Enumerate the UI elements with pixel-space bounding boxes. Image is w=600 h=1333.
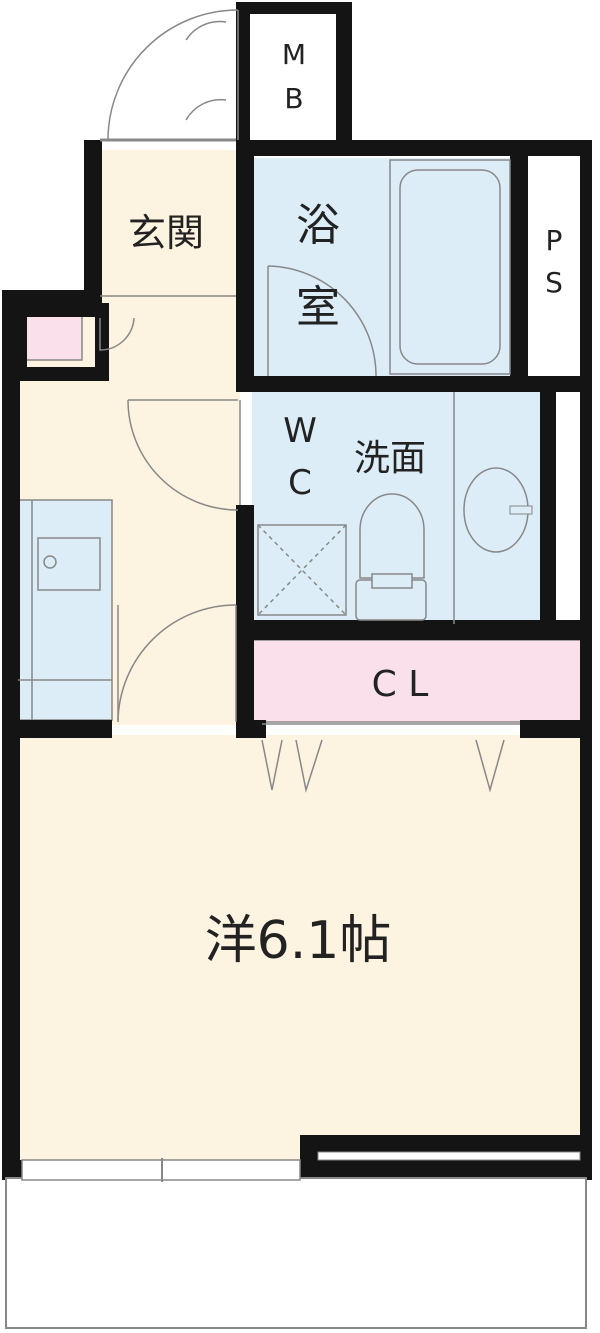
bathtub-basin: [399, 169, 501, 365]
balcony: [5, 1177, 587, 1329]
ps-floor: [528, 158, 580, 376]
toilet: [355, 493, 427, 621]
mb-floor: [250, 12, 336, 140]
western-room-label: 洋6.1帖: [205, 911, 392, 971]
washing-machine-pan: [257, 524, 347, 616]
bathtub: [389, 159, 511, 375]
closet-label: C L: [372, 664, 429, 705]
kitchen-counter: [17, 499, 113, 721]
mb-label-b: B: [284, 82, 303, 115]
faucet: [509, 505, 533, 515]
wc-label-c: C: [288, 463, 312, 503]
kitchen-sink: [37, 537, 101, 591]
bath-label-2: 室: [296, 282, 340, 333]
window-inner-line: [317, 1151, 581, 1161]
wc-label-w: W: [283, 411, 317, 451]
ps-label-s: S: [545, 266, 563, 299]
ps-label-p: P: [546, 224, 563, 257]
entrance-floor: [100, 150, 240, 300]
entrance-door: [100, 9, 239, 297]
door-swings: [99, 265, 520, 793]
bath-label-1: 浴: [296, 200, 340, 251]
meter-box-inner: [13, 303, 109, 381]
entrance-label: 玄関: [128, 211, 204, 255]
mb-label-m: M: [282, 38, 306, 71]
washroom-label: 洗面: [354, 438, 426, 479]
western-room-floor: [18, 735, 581, 1160]
kitchen-drain: [43, 555, 57, 569]
meter-box-pink: [21, 311, 83, 361]
